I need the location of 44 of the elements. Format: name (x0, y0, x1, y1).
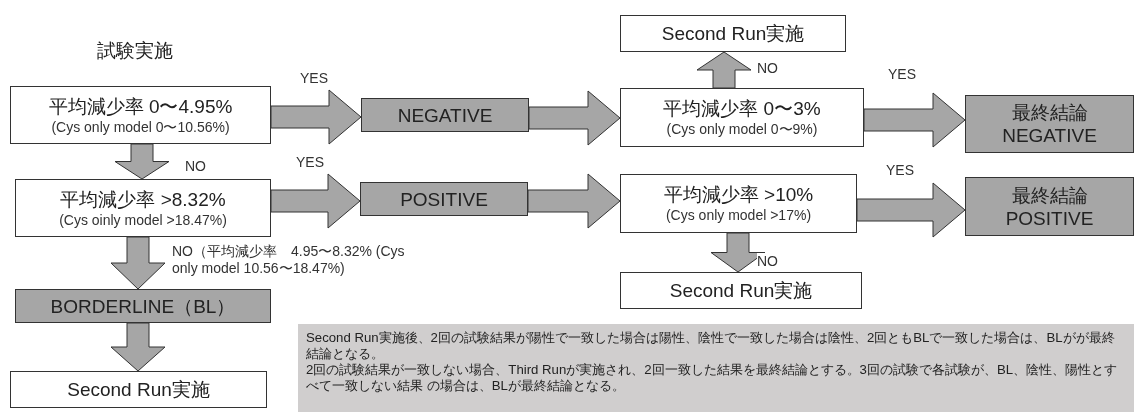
conclusion-box (965, 177, 1134, 236)
block-arrow (696, 51, 752, 89)
edge-label: NO（平均減少率 4.95〜8.32% (Cys only model 10.56〜18.47%) (172, 243, 406, 277)
range-text: (Cys only model >17%) (665, 206, 812, 224)
result-box (360, 182, 528, 216)
block-arrow (527, 173, 621, 229)
condition-box (620, 174, 857, 233)
box-text: Second Run実施 (669, 279, 813, 302)
block-arrow (110, 322, 166, 372)
note-text: 2回の試験結果が一致しない場合、Third Runが実施され、2回一致した結果を最終結論とする。3回の試験で各試験が、BL、陰性、陽性とすべて一致しない結果 の場合は、BLが最終結論となる。 (306, 362, 1119, 394)
range-text: (Cys only model 0〜9%) (666, 120, 818, 138)
process-box (620, 272, 862, 309)
box-text: 最終結論 NEGATIVE (1001, 101, 1098, 147)
block-arrow (528, 90, 621, 146)
result-box (361, 98, 529, 132)
box-text: Second Run実施 (67, 378, 210, 401)
block-arrow (856, 182, 966, 238)
condition-box (15, 179, 271, 237)
box-text: 最終結論 POSITIVE (1004, 183, 1095, 230)
box-text: Second Run実施 (661, 22, 805, 45)
condition-box (620, 88, 864, 147)
box-text: POSITIVE (400, 187, 488, 211)
heading: 試験実施 (97, 39, 173, 63)
box-text: NEGATIVE (397, 103, 493, 127)
note-box (298, 324, 1134, 412)
block-arrow (270, 89, 362, 145)
block-arrow (863, 92, 966, 148)
box-text: 平均減少率 >8.32% (60, 187, 226, 211)
box-text: BORDERLINE（BL） (50, 294, 236, 318)
result-box (15, 289, 271, 323)
condition-box (10, 86, 271, 144)
block-arrow (710, 232, 766, 273)
note-text: Second Run実施後、2回の試験結果が陽性で一致した場合は陽性、陰性で一致した場合は陰性、2回ともBLで一致した場合は、BLがが最終結論となる。 (306, 330, 1116, 362)
process-box (10, 371, 267, 408)
block-arrow (270, 173, 361, 229)
block-arrow (114, 143, 170, 180)
conclusion-box (965, 95, 1134, 153)
range-text: (Cys oinly model >18.47%) (59, 210, 227, 229)
box-text: 平均減少率 >10% (663, 183, 814, 206)
box-text: 平均減少率 0〜4.95% (48, 94, 233, 118)
process-box (620, 15, 846, 52)
block-arrow (110, 236, 166, 290)
range-text: (Cys only model 0〜10.56%) (51, 117, 230, 136)
box-text: 平均減少率 0〜3% (663, 97, 821, 120)
